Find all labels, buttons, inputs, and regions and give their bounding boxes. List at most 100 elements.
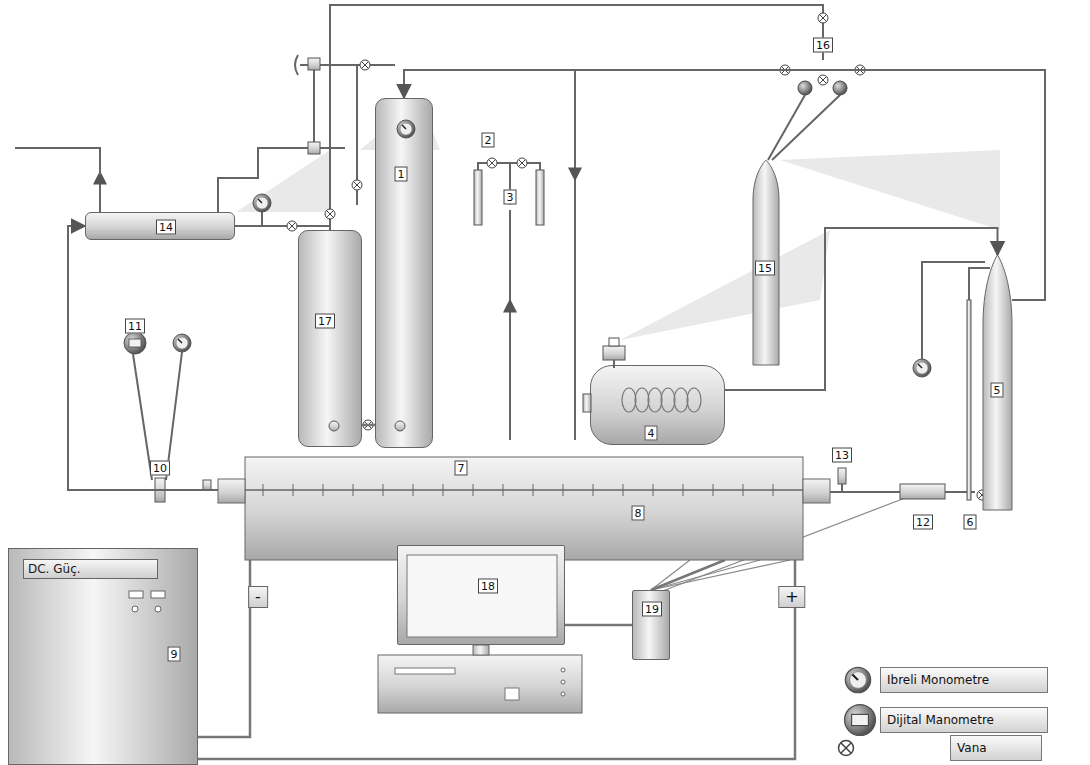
pipe xyxy=(574,70,576,180)
storage-tank-outline xyxy=(395,421,405,431)
computer-case xyxy=(561,692,565,696)
pressure-gauge xyxy=(253,194,271,212)
storage-tank-outline xyxy=(329,421,339,431)
wire xyxy=(565,624,632,627)
legend-symbol xyxy=(844,666,872,694)
shading xyxy=(620,230,830,340)
sensor-wire xyxy=(651,560,790,590)
compressor-outline xyxy=(648,388,662,412)
reactor-outline xyxy=(533,484,534,496)
fitting xyxy=(155,58,971,502)
reactor-outline xyxy=(653,484,654,496)
polarity-label: + xyxy=(778,586,805,608)
legend-symbol xyxy=(846,706,874,734)
valve-symbol xyxy=(352,180,362,190)
pipe xyxy=(15,148,100,175)
compressor-outline xyxy=(603,346,625,360)
reactor-outline xyxy=(773,484,774,496)
shading xyxy=(780,150,1000,230)
fitting xyxy=(536,170,544,225)
computer-case xyxy=(473,645,489,655)
computer-case xyxy=(561,680,565,684)
valve-symbol xyxy=(287,221,297,231)
reactor-outline xyxy=(443,484,444,496)
wire xyxy=(651,560,725,590)
reactor-outline xyxy=(743,484,744,496)
callout-number: 16 xyxy=(813,38,833,53)
callout-number: 8 xyxy=(632,506,645,521)
polarity-label: - xyxy=(248,586,268,608)
pipe xyxy=(99,172,101,212)
wire xyxy=(198,560,250,737)
monitor-outline xyxy=(398,546,566,646)
monitor: 18 xyxy=(397,545,565,645)
pressure-gauge xyxy=(173,334,191,352)
compressor-outline xyxy=(591,366,726,446)
pipe xyxy=(261,211,263,226)
pipe xyxy=(509,210,511,300)
reactor-outline xyxy=(245,489,803,491)
fitting xyxy=(308,142,320,154)
data-logger: 19 xyxy=(632,590,670,660)
compressor-outline xyxy=(583,394,591,412)
callout-number: 1 xyxy=(395,167,408,182)
fitting xyxy=(967,300,971,500)
device-title: DC. Güç. xyxy=(23,559,158,579)
pressure-gauge xyxy=(124,194,931,377)
pipe xyxy=(574,180,576,440)
reactor-outline xyxy=(803,479,830,503)
fitting xyxy=(308,58,320,70)
storage-tank-outline xyxy=(299,231,363,448)
storage-tank-outline xyxy=(397,120,415,138)
column-outline xyxy=(753,160,779,365)
callout-number: 11 xyxy=(125,319,145,334)
shading xyxy=(236,150,330,212)
pressure-gauge xyxy=(124,332,146,354)
callout-number: 13 xyxy=(832,448,852,463)
legend-symbol xyxy=(832,734,860,762)
storage-tank-outline xyxy=(376,99,434,449)
legend-symbol xyxy=(839,741,854,756)
reactor-outline xyxy=(593,484,594,496)
rotameter-ball xyxy=(798,81,812,95)
reactor-outline xyxy=(323,484,324,496)
reactor-outline xyxy=(218,479,245,503)
pipe xyxy=(218,148,308,212)
compressor-outline xyxy=(613,360,615,368)
reactor-outline xyxy=(683,484,684,496)
callout-number: 18 xyxy=(478,579,498,594)
compressor-outline xyxy=(635,388,649,412)
legend-symbol xyxy=(845,705,876,736)
callout-number: 12 xyxy=(913,515,933,530)
fitting xyxy=(838,468,846,484)
legend-text: Vana xyxy=(950,735,1042,761)
reactor-outline xyxy=(473,484,474,496)
callout-number: 6 xyxy=(964,515,977,530)
reactor-outline xyxy=(353,484,354,496)
callout-number: 5 xyxy=(991,383,1004,398)
reactor-outline xyxy=(503,484,504,496)
storage-tank: 17 xyxy=(298,230,362,447)
flow-arrow xyxy=(404,70,1045,300)
callout-number: 14 xyxy=(156,220,176,235)
separator-outline xyxy=(983,255,1012,510)
legend-symbol xyxy=(845,667,870,692)
power-supply-outline xyxy=(132,606,138,612)
fitting xyxy=(203,480,211,490)
power-supply: DC. Güç.9 xyxy=(8,548,198,765)
valve-symbol xyxy=(360,60,370,70)
pipe xyxy=(235,225,330,227)
computer-case xyxy=(378,655,582,713)
power-supply-outline xyxy=(151,591,165,598)
pipe xyxy=(313,70,315,142)
valve-symbol xyxy=(325,209,335,219)
reactor-outline xyxy=(623,484,624,496)
pipe xyxy=(922,262,985,360)
compressor-outline xyxy=(674,388,688,412)
computer-case xyxy=(378,645,582,713)
legend-text: Ibreli Monometre xyxy=(880,667,1048,693)
fitting xyxy=(474,170,482,225)
callout-number: 15 xyxy=(755,261,775,276)
reactor-outline xyxy=(263,484,264,496)
power-supply-outline xyxy=(155,606,161,612)
